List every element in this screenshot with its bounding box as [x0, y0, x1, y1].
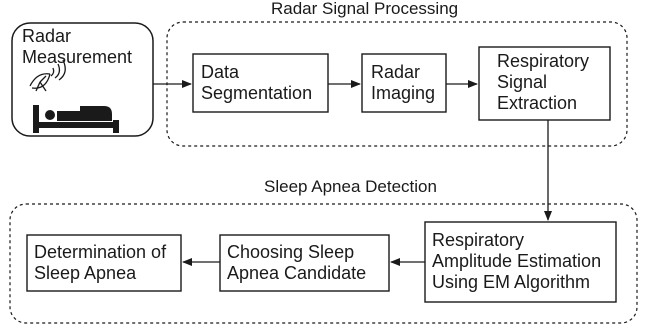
radar-imaging-label: Radar Imaging [371, 62, 436, 103]
radar-antenna-icon [29, 59, 66, 92]
data-segmentation-box [192, 53, 329, 113]
determination-box [26, 234, 182, 292]
amplitude-estimation-box [424, 221, 617, 303]
data-segmentation-label: Data Segmentation [201, 62, 313, 103]
respiratory-extraction-box [478, 46, 611, 121]
processing-group-title: Radar Signal Processing [271, 0, 459, 18]
radar-measurement-label: Radar Measurement [22, 26, 133, 67]
choosing-candidate-box [219, 234, 390, 292]
patient-in-bed-icon [33, 105, 119, 133]
amplitude-estimation-label: Respiratory Amplitude Estimation Using E… [432, 230, 602, 292]
choosing-candidate-label: Choosing Sleep Apnea Candidate [227, 242, 367, 283]
radar-measurement-box [11, 22, 154, 137]
detection-group-title: Sleep Apnea Detection [264, 177, 437, 196]
respiratory-extraction-label: Respiratory Signal Extraction [497, 51, 590, 113]
determination-label: Determination of Sleep Apnea [34, 242, 167, 283]
radar-imaging-box [361, 53, 447, 113]
